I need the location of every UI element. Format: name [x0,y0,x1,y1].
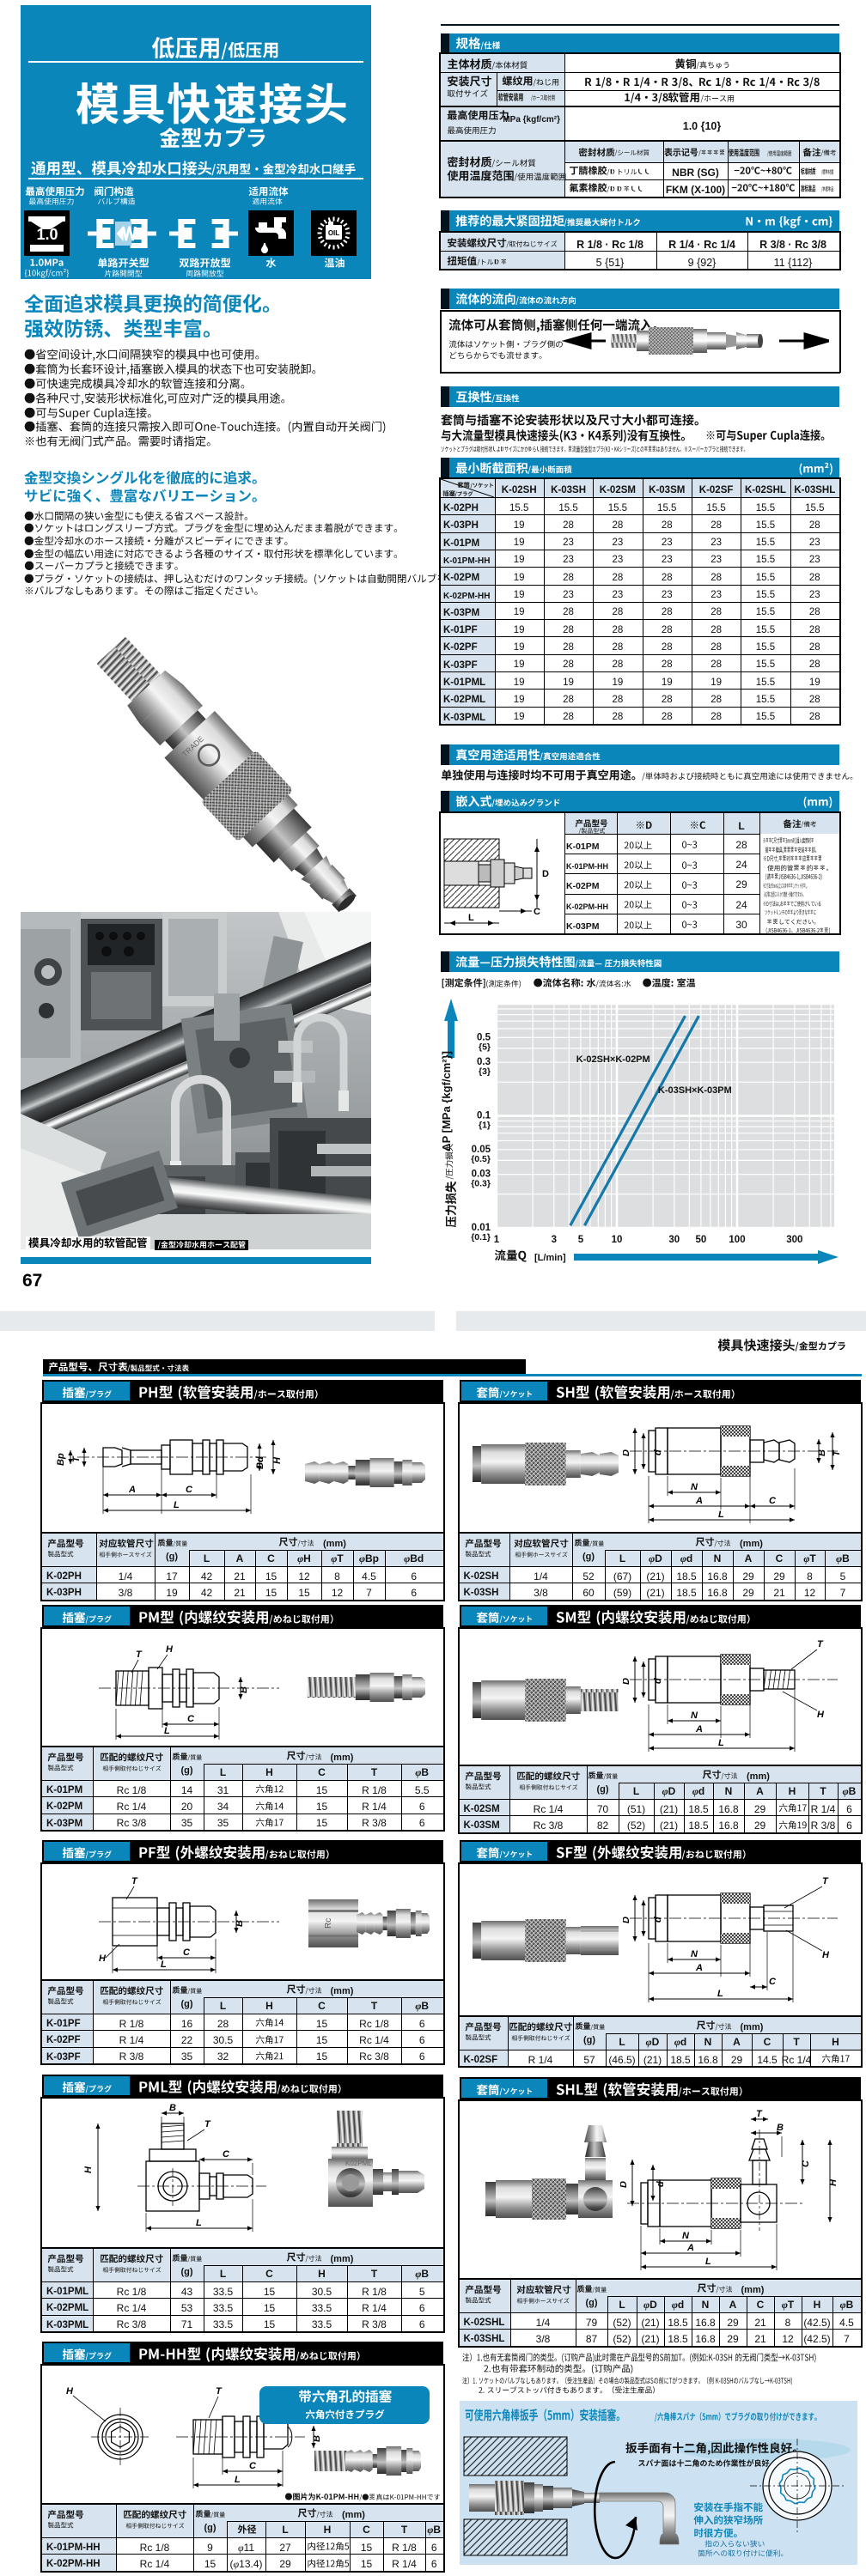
svg-text:1: 1 [494,1235,500,1245]
svg-text:N: N [682,2231,690,2241]
svg-text:T: T [71,1455,82,1462]
svg-text:L: L [705,2257,711,2267]
svg-text:T: T [216,2386,223,2397]
svg-text:N: N [691,1949,698,1959]
svg-text:{0.3}: {0.3} [471,1179,491,1189]
svg-text:H: H [83,2166,94,2173]
svg-text:D: D [623,1449,631,1456]
svg-text:T: T [817,1639,824,1649]
svg-text:H: H [817,1710,825,1720]
svg-text:D: D [623,1678,631,1685]
svg-text:H: H [828,2178,839,2186]
svg-text:C: C [801,2160,811,2167]
svg-text:0.1: 0.1 [477,1111,491,1121]
svg-text:C: C [769,1977,777,1987]
svg-text:D: D [620,2181,629,2188]
svg-text:H: H [272,1456,283,1464]
svg-text:B: B [169,2103,176,2113]
svg-text:d: d [653,1449,663,1455]
svg-text:L: L [164,1726,170,1736]
svg-text:0.01: 0.01 [472,1223,491,1233]
svg-text:C: C [534,907,540,917]
svg-text:C: C [183,1947,191,1958]
svg-text:30: 30 [668,1235,680,1245]
svg-text:{5}: {5} [479,1042,491,1052]
svg-text:H: H [822,1950,830,1960]
svg-text:B: B [239,1686,249,1693]
svg-text:C: C [249,2461,257,2471]
svg-text:5: 5 [578,1235,584,1245]
svg-text:C: C [187,1714,195,1724]
svg-text:L: L [196,2218,202,2228]
svg-text:T: T [822,1876,829,1886]
svg-text:L: L [718,1510,724,1520]
svg-text:T: T [756,2109,763,2119]
svg-text:A: A [695,1496,703,1506]
svg-text:300: 300 [786,1235,802,1245]
svg-text:B: B [817,1449,827,1456]
svg-text:C: C [186,1485,193,1495]
svg-text:{0.1}: {0.1} [471,1232,491,1242]
svg-text:T: T [131,1876,138,1886]
svg-text:D: D [623,1917,631,1923]
svg-text:OIL: OIL [328,229,339,237]
svg-text:L: L [161,1959,167,1970]
svg-text:H: H [166,1644,174,1655]
svg-text:L: L [468,913,474,923]
svg-text:K02PML: K02PML [345,2160,372,2167]
svg-text:K-03SH×K-03PM: K-03SH×K-03PM [658,1085,732,1096]
svg-text:{0.5}: {0.5} [471,1154,491,1164]
svg-text:N: N [691,1710,698,1721]
svg-text:A: A [695,1724,703,1735]
svg-text:B: B [235,1920,245,1927]
svg-text:L: L [717,1989,723,1999]
svg-text:50: 50 [696,1235,707,1245]
svg-text:Rc: Rc [324,1918,333,1929]
svg-text:Bp: Bp [56,1453,66,1466]
svg-text:H: H [99,1953,107,1964]
svg-text:10: 10 [612,1235,623,1245]
svg-text:K-02SH×K-02PM: K-02SH×K-02PM [576,1054,650,1065]
svg-text:A: A [695,1963,703,1973]
svg-text:100: 100 [729,1235,745,1245]
svg-text:D: D [542,869,549,879]
svg-text:A: A [128,1485,136,1495]
svg-text:3: 3 [552,1235,557,1245]
svg-text:{3}: {3} [479,1066,491,1077]
svg-text:L: L [174,1500,180,1510]
svg-text:T: T [204,2119,211,2129]
svg-text:Bd: Bd [255,1456,265,1469]
svg-text:A: A [686,2243,694,2253]
svg-text:d: d [656,2181,666,2187]
svg-text:T: T [136,1649,143,1660]
svg-text:L: L [235,2475,241,2485]
svg-text:B: B [777,2123,784,2133]
svg-text:T: T [832,1449,842,1456]
svg-text:0.3: 0.3 [477,1057,491,1067]
svg-text:N: N [691,1482,698,1492]
svg-text:d: d [653,1678,663,1684]
svg-text:B: B [312,2435,322,2442]
svg-text:0.5: 0.5 [477,1032,491,1042]
svg-text:0.03: 0.03 [472,1170,491,1180]
svg-text:d: d [653,1917,663,1923]
svg-text:H: H [66,2386,74,2397]
svg-text:L: L [718,1738,724,1748]
svg-text:C: C [769,1496,777,1506]
svg-text:{1}: {1} [479,1121,491,1131]
svg-text:0.05: 0.05 [472,1145,491,1155]
svg-text:C: C [223,2149,230,2160]
